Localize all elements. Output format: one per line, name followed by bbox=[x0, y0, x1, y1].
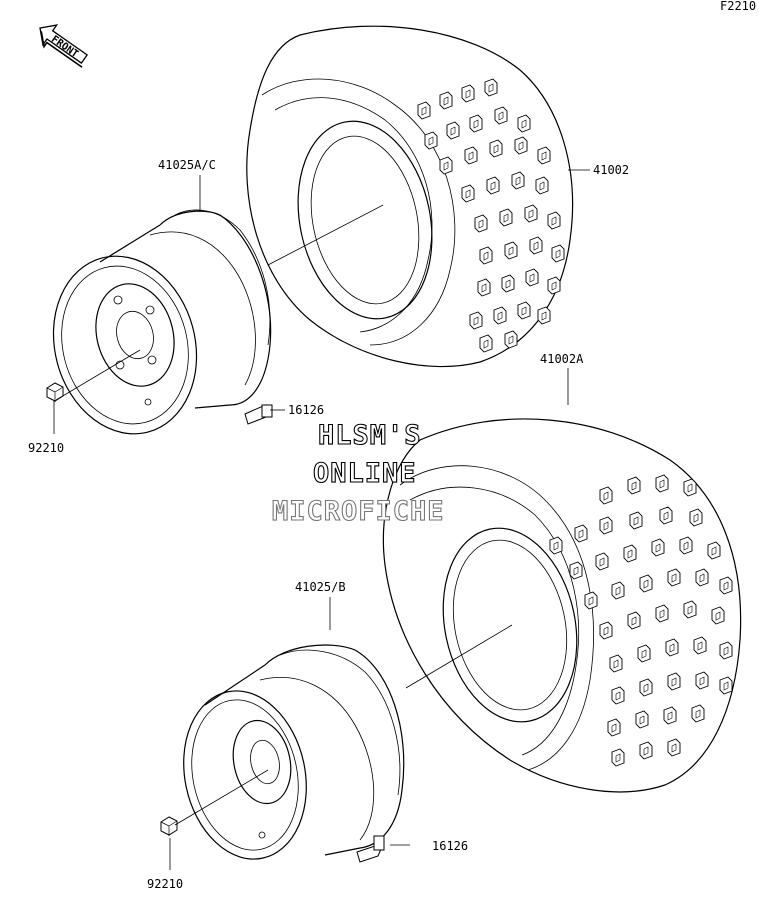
watermark-line-1: HLSM'S bbox=[318, 420, 422, 451]
label-rear-wheel: 41025A/C bbox=[158, 158, 216, 172]
figure-code: F2210 bbox=[720, 0, 756, 13]
label-nut-lower: 92210 bbox=[147, 877, 183, 891]
label-valve-upper: 16126 bbox=[288, 403, 324, 417]
label-valve-lower: 16126 bbox=[432, 839, 468, 853]
rear-wheel bbox=[52, 209, 272, 435]
front-arrow-icon: FRONT bbox=[39, 24, 89, 68]
nut-upper bbox=[46, 382, 64, 402]
rear-tire bbox=[246, 25, 574, 368]
watermark-line-2: ONLINE bbox=[313, 458, 417, 489]
front-tire bbox=[382, 418, 742, 793]
watermark-line-3: MICROFICHE bbox=[272, 496, 445, 527]
valve-lower bbox=[356, 835, 385, 863]
nut-lower bbox=[160, 816, 178, 836]
label-front-wheel: 41025/B bbox=[295, 580, 346, 594]
front-wheel bbox=[183, 644, 405, 860]
valve-upper bbox=[244, 404, 273, 425]
label-nut-upper: 92210 bbox=[28, 441, 64, 455]
label-rear-tire: 41002 bbox=[593, 163, 629, 177]
watermark: HLSM'S ONLINE MICROFICHE bbox=[271, 419, 445, 527]
label-front-tire: 41002A bbox=[540, 352, 584, 366]
leader-lines bbox=[53, 169, 590, 870]
